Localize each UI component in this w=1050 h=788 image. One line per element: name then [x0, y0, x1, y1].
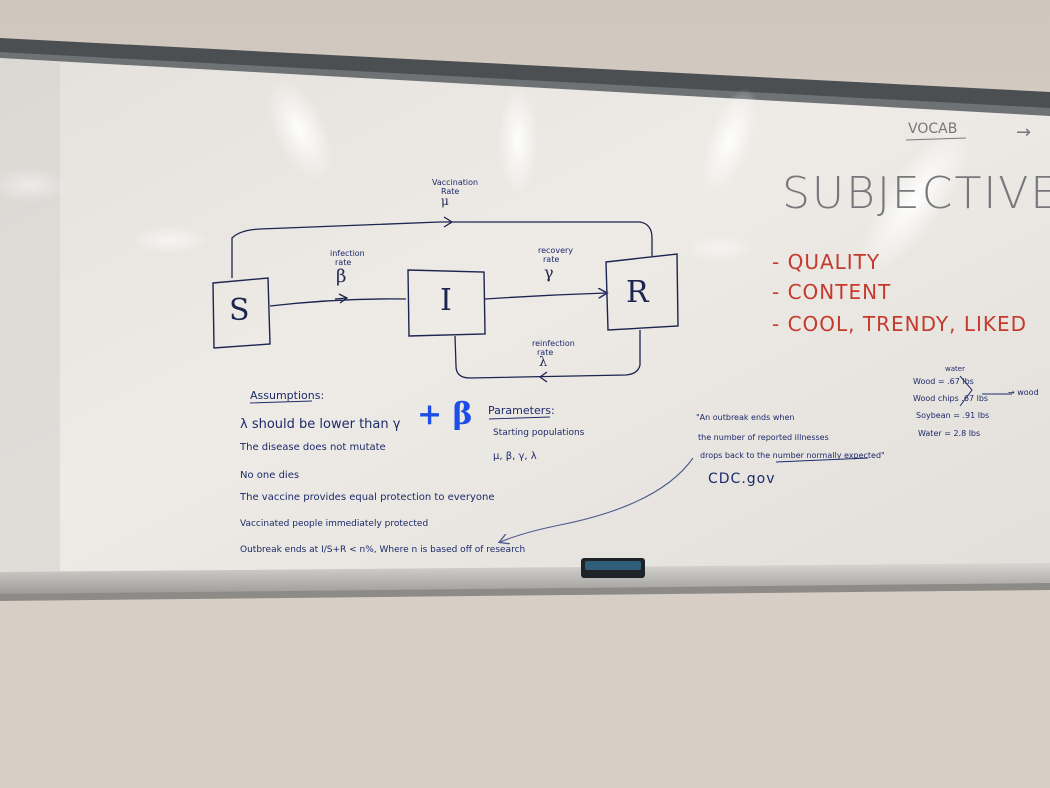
quote-line: "An outbreak ends when	[696, 413, 795, 422]
weights-over-mark: water	[945, 365, 965, 373]
gamma-symbol: γ	[544, 263, 554, 282]
quote-line: drops back to the number normally expect…	[700, 451, 885, 460]
assumptions-heading: Assumptions:	[250, 389, 325, 402]
quote-arrow	[500, 457, 694, 542]
recovery-rate-label: rate	[543, 255, 560, 264]
assumption-item: λ should be lower than γ	[240, 417, 401, 432]
node-i-label: I	[440, 283, 452, 318]
r-box	[605, 253, 679, 331]
reinfection-label: reinfection	[532, 339, 575, 348]
weight-item: Wood chips .67 lbs	[913, 394, 989, 403]
quote-line: the number of reported illnesses	[698, 433, 829, 442]
mu-symbol: μ	[441, 194, 449, 208]
recovery-label: recovery	[538, 246, 574, 255]
vocab-label: VOCAB	[908, 121, 958, 137]
assumption-item: No one dies	[240, 470, 300, 481]
reinfection-arrow	[454, 330, 641, 379]
lambda-symbol: λ	[539, 355, 548, 370]
parameter-item: Starting populations	[493, 428, 585, 438]
weight-item: Wood = .67 lbs	[913, 377, 974, 386]
vocab-arrow-icon: →	[1016, 122, 1032, 143]
node-s-label: S	[229, 293, 250, 328]
s-box	[212, 277, 271, 349]
vaccination-rate-label: Rate	[441, 187, 460, 196]
subjective-item: - COOL, TRENDY, LIKED	[772, 312, 1028, 336]
assumption-item: The vaccine provides equal protection to…	[240, 492, 495, 503]
subjective-item: - QUALITY	[772, 250, 881, 274]
infection-label: infection	[330, 249, 365, 258]
assumption-item: The disease does not mutate	[240, 442, 386, 453]
node-r-label: R	[626, 275, 649, 310]
weight-item: Soybean = .91 lbs	[916, 411, 990, 420]
i-box	[407, 269, 486, 337]
assumption-item: Vaccinated people immediately protected	[240, 519, 429, 529]
weight-item: Water = 2.8 lbs	[918, 429, 981, 438]
beta-symbol: β	[336, 266, 347, 287]
vaccination-label: Vaccination	[432, 178, 479, 187]
quote-source: CDC.gov	[708, 471, 776, 487]
infection-arrow	[269, 298, 407, 307]
recovery-arrow	[484, 293, 606, 300]
weights-result: → wood	[1008, 388, 1039, 397]
parameters-heading: Parameters:	[488, 404, 555, 417]
subjective-item: - CONTENT	[772, 280, 892, 304]
blue-plus-beta: + β	[417, 397, 473, 432]
parameter-item: μ, β, γ, λ	[493, 451, 537, 462]
reinfection-rate-label: rate	[537, 348, 554, 357]
board-surface	[0, 58, 1050, 578]
infection-rate-label: rate	[335, 258, 352, 267]
assumption-item: Outbreak ends at I/S+R < n%, Where n is …	[240, 545, 526, 555]
vaccination-arrow	[231, 221, 653, 278]
subjective-title: SUBJECTIVE	[782, 168, 1050, 219]
